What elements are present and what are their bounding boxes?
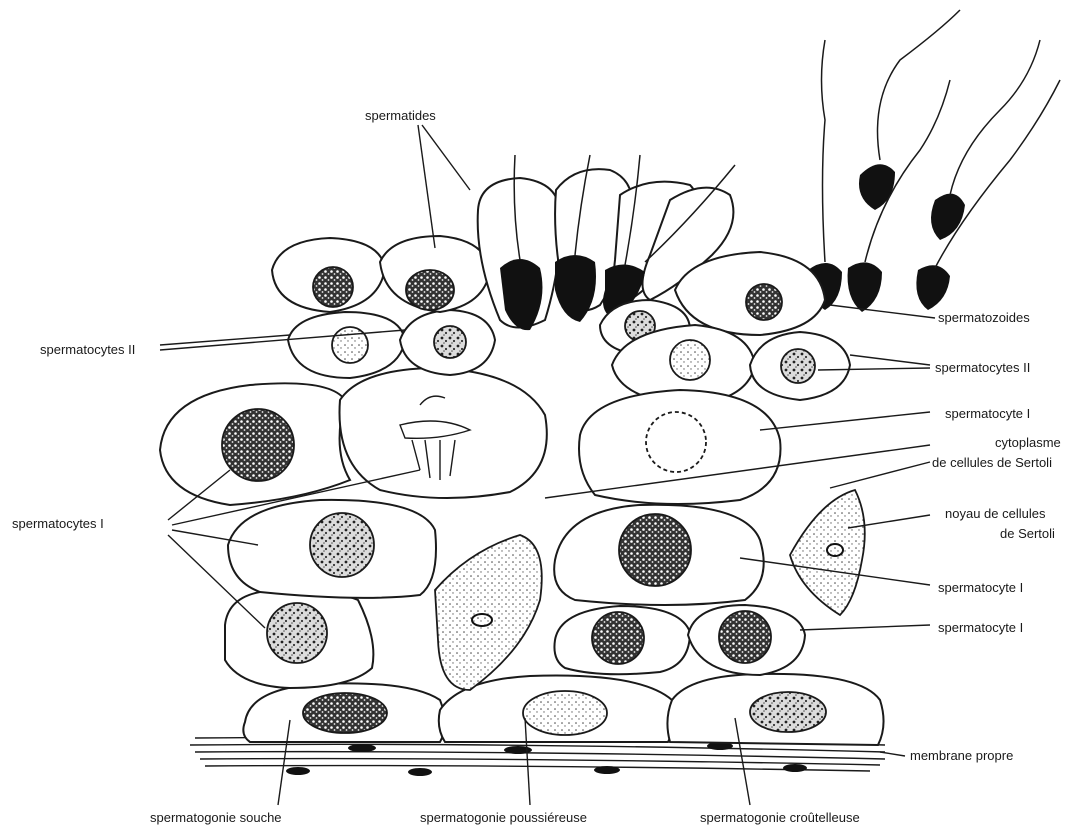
label-spermatogonie-croutelleuse: spermatogonie croûtelleuse <box>700 810 860 825</box>
spermatogonie-souche-nucleus <box>303 693 387 733</box>
label-spermatocytes-i-left: spermatocytes I <box>12 516 104 531</box>
spermatocytes-ii-left <box>288 310 495 378</box>
spermatocyte-i-dividing <box>340 368 547 498</box>
label-membrane-propre: membrane propre <box>910 748 1013 763</box>
spermatogonie-poussiereuse-nucleus <box>523 691 607 735</box>
spermatozoides <box>808 10 1060 312</box>
label-noyau-1: noyau de cellules <box>945 506 1046 521</box>
label-cytoplasme-1: cytoplasme <box>995 435 1061 450</box>
label-noyau-2: de Sertoli <box>1000 526 1055 541</box>
label-spermatozoides: spermatozoides <box>938 310 1030 325</box>
spermatocyte-i-left-top-nucleus <box>222 409 294 481</box>
spermatogonie-croutelleuse-nucleus <box>750 692 826 732</box>
spermatocyte-i-left-mid-nucleus <box>310 513 374 577</box>
spermatocyte-i-left-low-nucleus <box>267 603 327 663</box>
label-spermatocyte-i-2: spermatocyte I <box>938 580 1023 595</box>
label-spermatogonie-souche: spermatogonie souche <box>150 810 282 825</box>
label-cytoplasme-2: de cellules de Sertoli <box>932 455 1052 470</box>
label-spermatocytes-ii-left: spermatocytes II <box>40 342 135 357</box>
label-spermatocyte-i-3: spermatocyte I <box>938 620 1023 635</box>
label-spermatocyte-i-1: spermatocyte I <box>945 406 1030 421</box>
spermatogonia-row <box>243 674 883 745</box>
label-spermatides: spermatides <box>365 108 436 123</box>
label-spermatogonie-poussiereuse: spermatogonie poussiéreuse <box>420 810 587 825</box>
right-cells <box>554 252 850 675</box>
spermatides-cells <box>272 236 490 312</box>
label-spermatocytes-ii-right: spermatocytes II <box>935 360 1030 375</box>
